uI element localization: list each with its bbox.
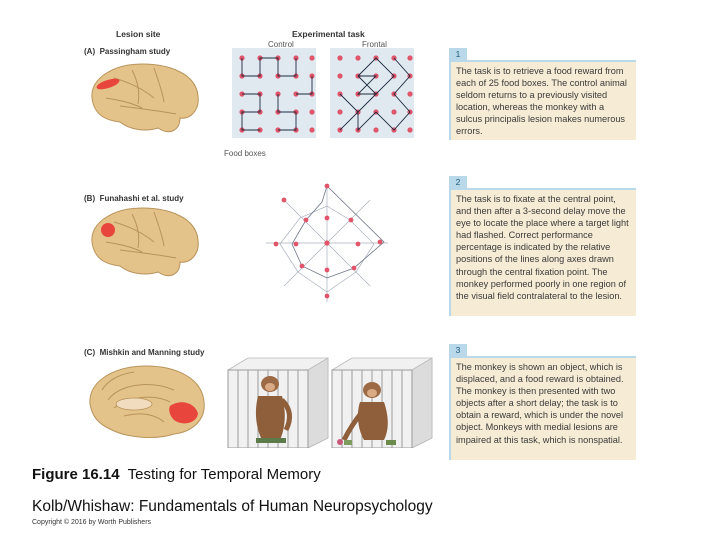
control-food-box-grid bbox=[232, 48, 316, 138]
panel-description-3: The monkey is shown an object, which is … bbox=[449, 358, 636, 460]
radial-performance-plot bbox=[266, 183, 388, 302]
study-label-a: (A) Passingham study bbox=[84, 47, 171, 56]
lesion-frontal-b bbox=[101, 223, 115, 237]
lesion-sulcus-principalis bbox=[96, 78, 120, 90]
food-boxes-label: Food boxes bbox=[224, 149, 266, 158]
study-label-c: (C) Mishkin and Manning study bbox=[84, 348, 205, 357]
brain-lateral-b bbox=[91, 207, 199, 277]
frontal-label: Frontal bbox=[362, 40, 387, 49]
lesion-medial-temporal bbox=[169, 402, 198, 424]
panel-description-1: The task is to retrieve a food reward fr… bbox=[449, 62, 636, 140]
cage-right bbox=[331, 357, 433, 448]
panel-number-3: 3 bbox=[449, 344, 467, 356]
brain-lateral-a bbox=[91, 63, 199, 133]
monkey-right bbox=[341, 382, 388, 442]
copyright-notice: Copyright © 2016 by Worth Publishers bbox=[32, 519, 152, 526]
monkey-left bbox=[255, 376, 292, 440]
lesion-site-header: Lesion site bbox=[116, 29, 161, 39]
brain-medial-c bbox=[89, 365, 205, 438]
study-label-b: (B) Funahashi et al. study bbox=[84, 194, 184, 203]
frontal-food-box-grid bbox=[330, 48, 414, 138]
figure-caption: Figure 16.14 Testing for Temporal Memory bbox=[32, 466, 321, 483]
control-label: Control bbox=[268, 40, 294, 49]
panel-number-2: 2 bbox=[449, 176, 467, 188]
experimental-task-header: Experimental task bbox=[292, 29, 365, 39]
figure-label: Figure 16.14 bbox=[32, 466, 120, 483]
panel-number-1: 1 bbox=[449, 48, 467, 60]
panel-description-2: The task is to fixate at the central poi… bbox=[449, 190, 636, 316]
cage-test-illustration bbox=[227, 357, 433, 448]
cage-left bbox=[227, 357, 329, 448]
figure-title: Testing for Temporal Memory bbox=[127, 466, 321, 483]
book-title: Kolb/Whishaw: Fundamentals of Human Neur… bbox=[32, 498, 433, 515]
